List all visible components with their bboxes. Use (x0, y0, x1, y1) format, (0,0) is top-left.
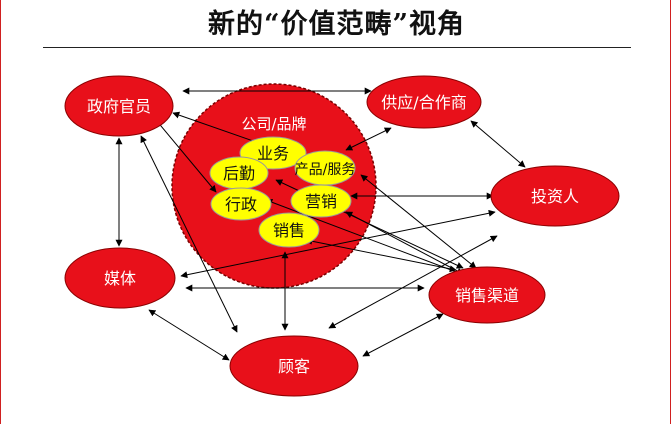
inner-node-sales-label: 销售 (273, 221, 305, 240)
node-media: 媒体 (64, 247, 176, 309)
title-divider (43, 47, 631, 48)
arrow (362, 313, 444, 357)
node-customer: 顾客 (229, 335, 359, 397)
node-government-label: 政府官员 (87, 97, 151, 116)
inner-node-logistics-label: 后勤 (223, 164, 255, 183)
inner-node-administration-label: 行政 (225, 195, 257, 214)
node-supplier: 供应/合作商 (366, 75, 482, 129)
inner-node-business-label: 业务 (257, 144, 289, 163)
node-investor-label: 投资人 (531, 187, 579, 206)
node-channel-label: 销售渠道 (455, 286, 519, 305)
node-government: 政府官员 (64, 75, 174, 137)
inner-node-product-service: 产品/服务 (294, 150, 356, 186)
node-customer-label: 顾客 (278, 357, 310, 376)
node-channel: 销售渠道 (428, 266, 546, 324)
page-title: 新的“价值范畴”视角 (207, 9, 466, 40)
arrow (345, 127, 392, 151)
inner-node-administration: 行政 (210, 187, 272, 221)
inner-node-marketing: 营销 (290, 184, 352, 218)
node-investor: 投资人 (490, 165, 620, 227)
node-media-label: 媒体 (104, 269, 136, 288)
arrow (148, 309, 230, 361)
arrow (470, 120, 526, 168)
node-supplier-label: 供应/合作商 (381, 93, 466, 112)
inner-node-sales: 销售 (258, 212, 320, 248)
connector-arrows (115, 87, 526, 361)
inner-node-product-service-label: 产品/服务 (295, 162, 356, 178)
company-brand-label: 公司/品牌 (241, 115, 306, 133)
inner-node-marketing-label: 营销 (305, 192, 337, 211)
inner-node-logistics: 后勤 (209, 156, 269, 190)
